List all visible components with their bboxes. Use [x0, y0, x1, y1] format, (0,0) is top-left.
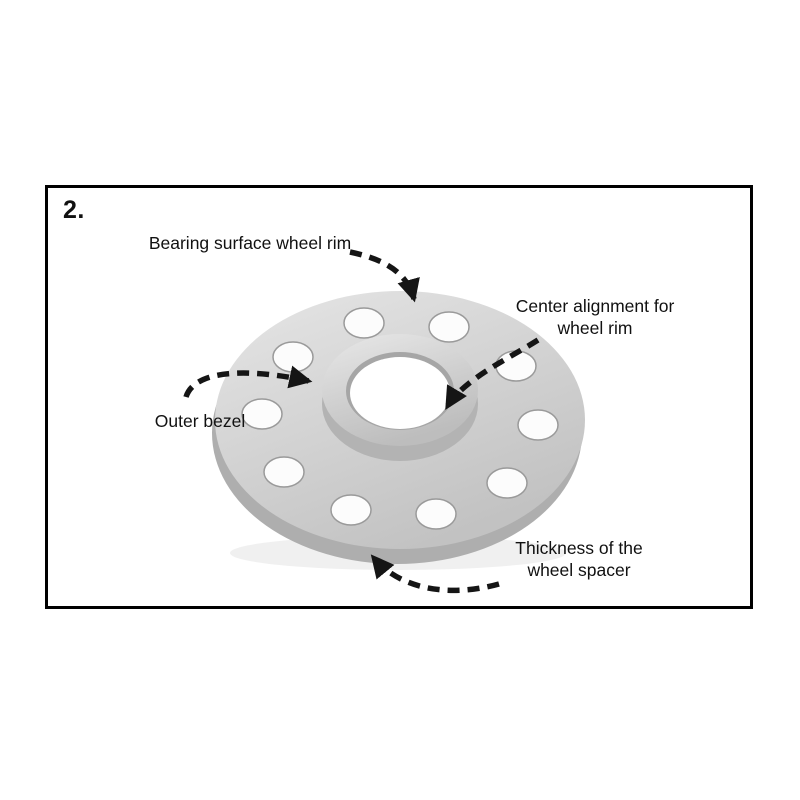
bolt-hole: [241, 398, 283, 430]
bolt-hole: [263, 456, 305, 488]
thickness-label: Thickness of the wheel spacer: [515, 538, 643, 580]
bolt-hole: [330, 494, 372, 526]
bolt-hole: [272, 341, 314, 373]
center-alignment-label: Center alignment for wheel rim: [515, 296, 675, 338]
center-bore-hole: [350, 357, 450, 429]
bearing-surface-label: Bearing surface wheel rim: [148, 233, 352, 253]
bolt-hole: [428, 311, 470, 343]
bearing-surface-arrow: [349, 249, 420, 303]
bolt-hole: [415, 498, 457, 530]
center-alignment-arrow: [444, 337, 540, 410]
bolt-hole: [517, 409, 559, 441]
outer-bezel-arrow: [183, 365, 313, 399]
outer-bezel-label: Outer bezel: [154, 411, 246, 431]
bolt-hole: [343, 307, 385, 339]
step-number: 2.: [63, 196, 85, 224]
thickness-arrow: [370, 554, 500, 594]
bolt-hole: [486, 467, 528, 499]
